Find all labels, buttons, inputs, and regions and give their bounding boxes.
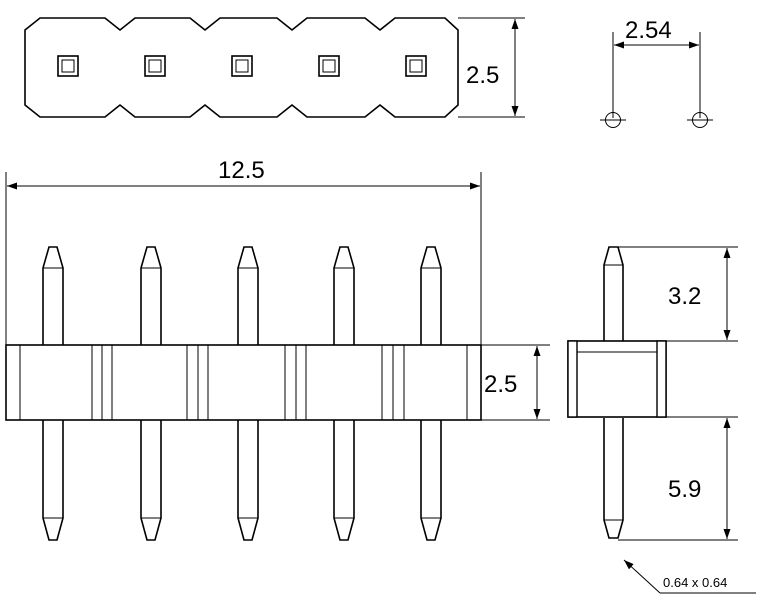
top-pin-square <box>405 55 427 77</box>
side-body <box>567 340 667 418</box>
top-pin-square <box>57 55 79 77</box>
side-view: 3.2 5.9 0.64 x 0.64 <box>567 246 756 594</box>
front-pin <box>237 246 259 541</box>
body-height-label: 2.5 <box>484 371 517 398</box>
length-label: 12.5 <box>218 157 265 184</box>
pitch-label: 2.54 <box>625 17 672 44</box>
top-height-label: 2.5 <box>466 62 499 89</box>
upper-pin-label: 3.2 <box>668 283 701 310</box>
side-body-flange-left <box>567 340 578 418</box>
front-view-pins <box>42 246 442 541</box>
top-view-outline <box>24 17 459 118</box>
front-pin <box>420 246 442 541</box>
side-body-flange-right <box>656 340 667 418</box>
pin-section-label: 0.64 x 0.64 <box>663 575 727 590</box>
lower-pin-label: 5.9 <box>668 476 701 503</box>
front-view: 12.5 2.5 <box>5 157 550 541</box>
top-pin-square <box>318 55 340 77</box>
hole-marker <box>687 112 713 128</box>
top-pin-square <box>231 55 253 77</box>
connector-body <box>5 344 482 421</box>
front-pin <box>333 246 355 541</box>
footprint-view: 2.54 <box>600 17 713 128</box>
body-dividers <box>91 345 405 420</box>
side-pin-upper <box>603 246 624 345</box>
front-pin <box>42 246 64 541</box>
hole-marker <box>600 112 626 128</box>
top-pin-square <box>144 55 166 77</box>
top-view-pin-squares <box>57 55 427 77</box>
top-view: 2.5 <box>24 17 525 118</box>
pin-section-leader <box>623 559 661 594</box>
front-pin <box>140 246 162 541</box>
side-pin-lower <box>603 418 624 539</box>
